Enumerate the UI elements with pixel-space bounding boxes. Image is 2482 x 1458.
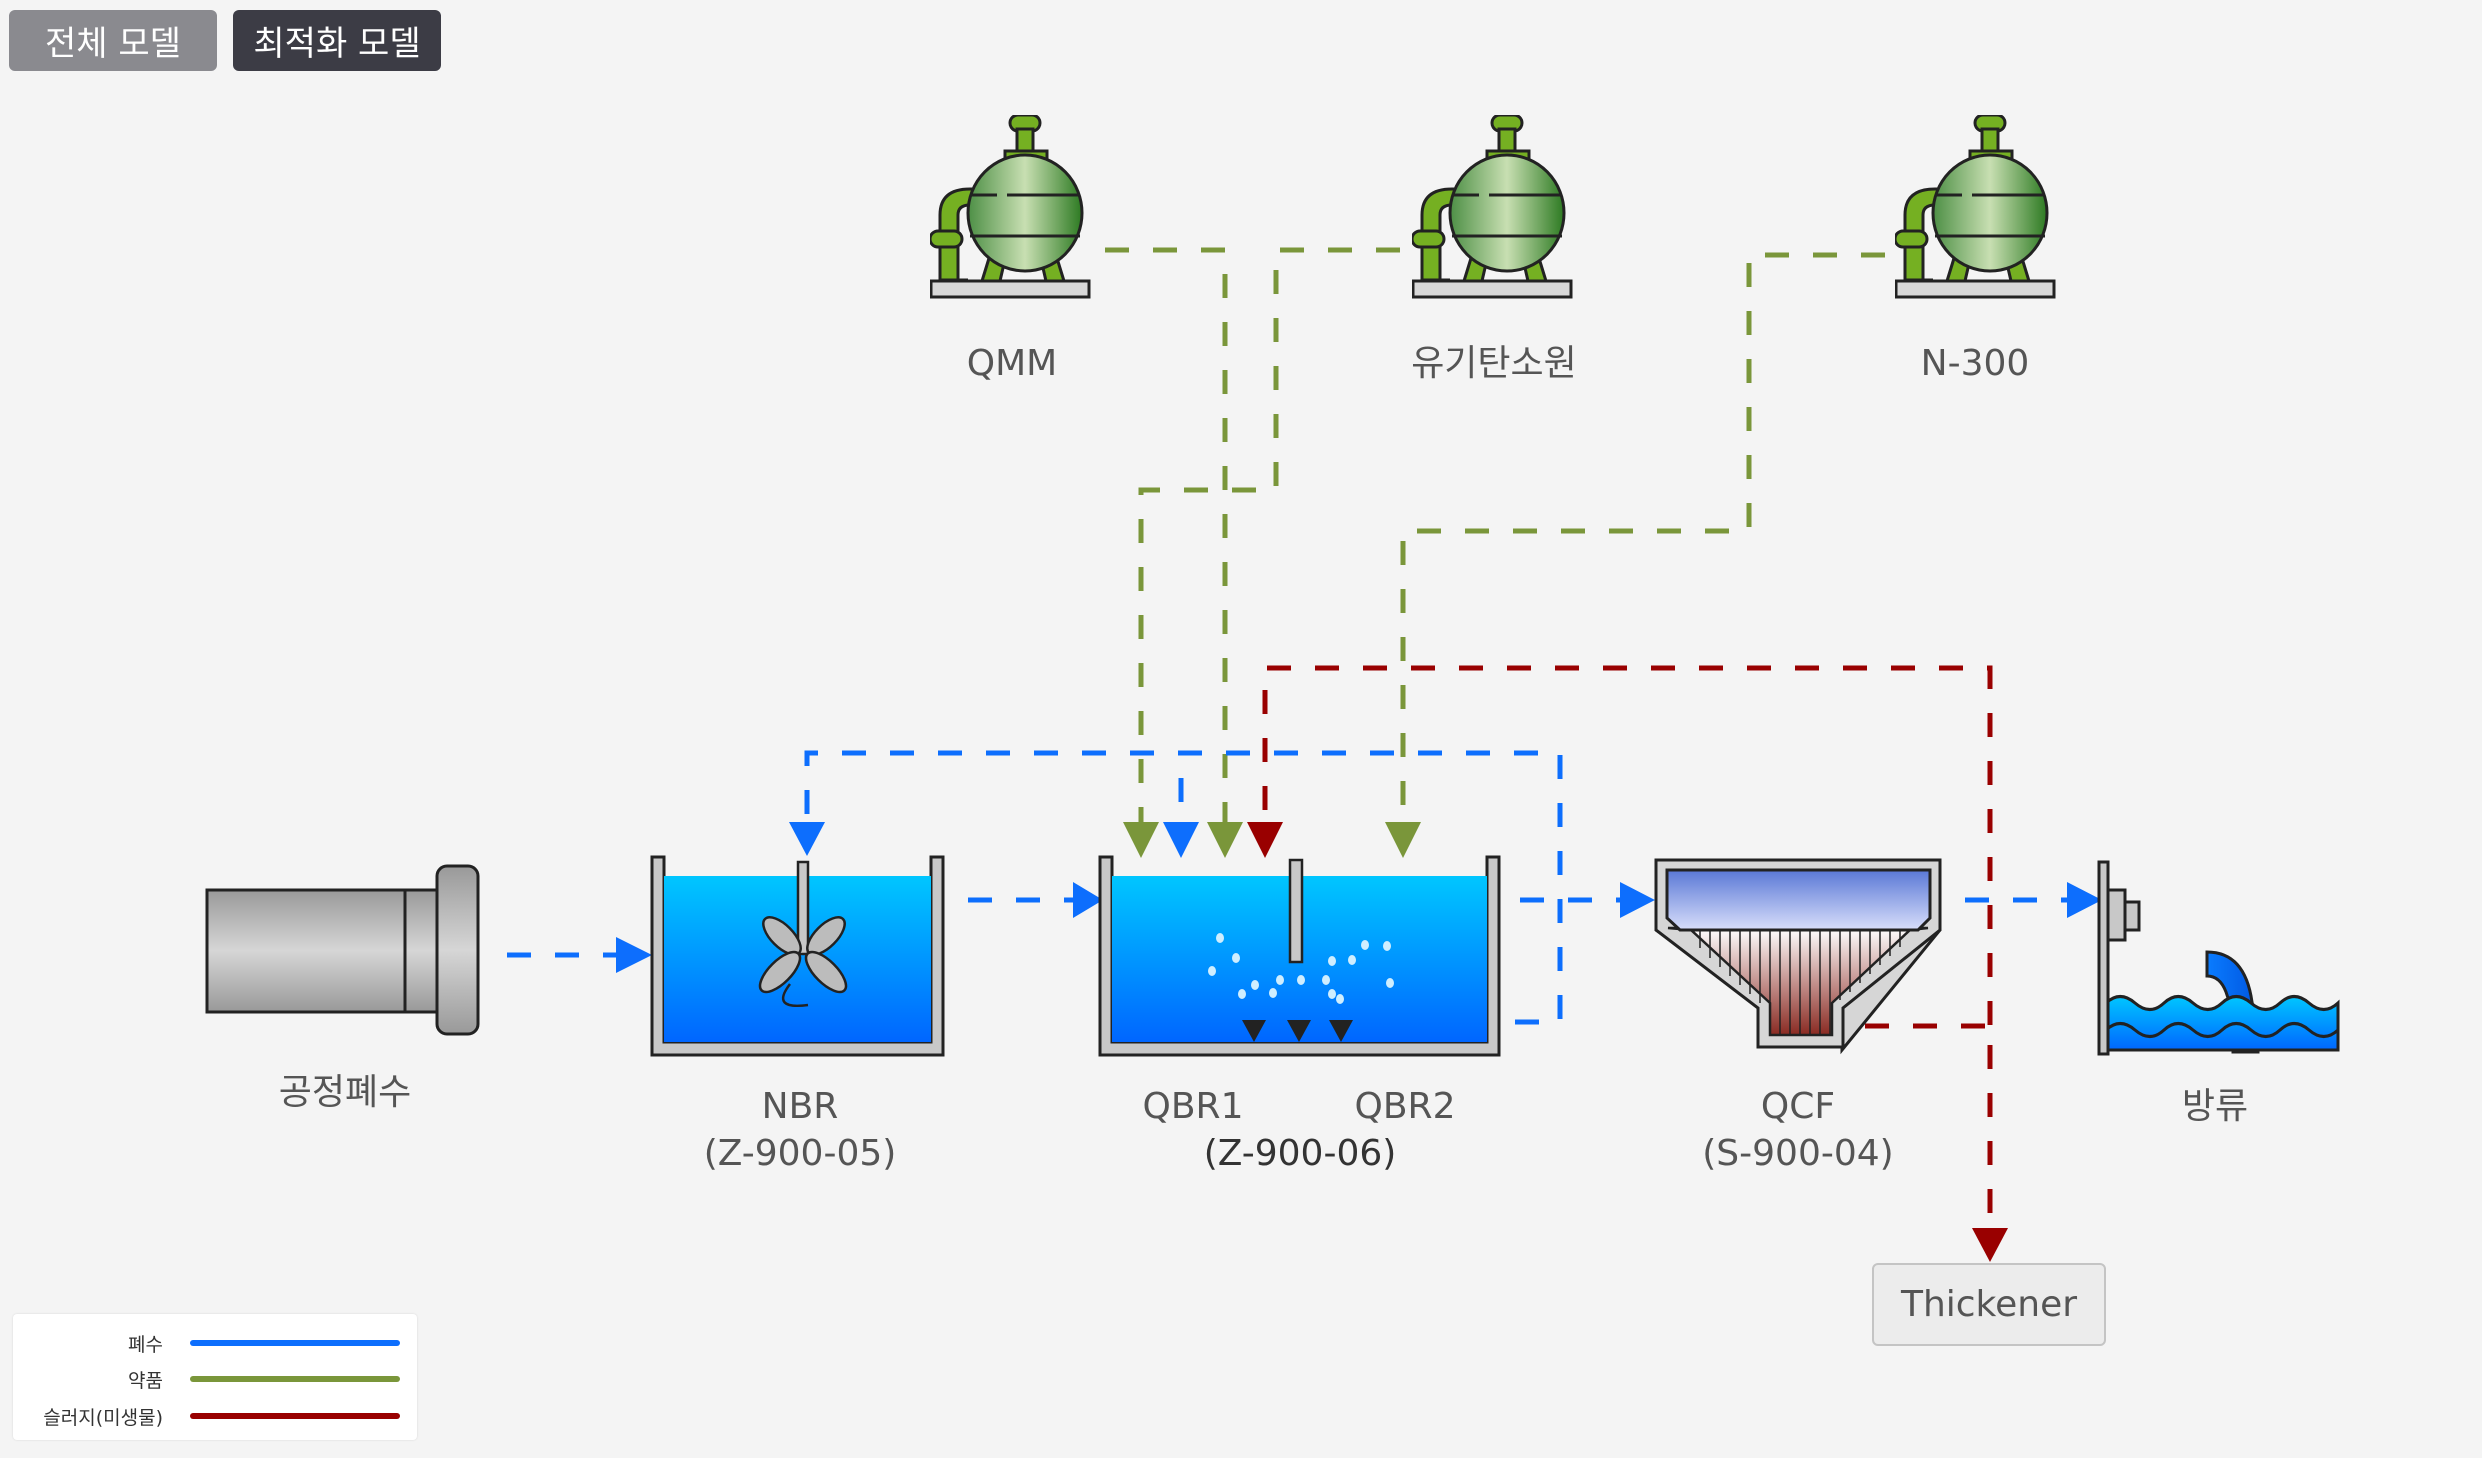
qcf-code: (S-900-04)	[1702, 1133, 1893, 1174]
sludge-waste-arrow	[1972, 1228, 2008, 1262]
source-label: 공정폐수	[279, 1072, 411, 1113]
qbr2-label: QBR2	[1355, 1086, 1456, 1127]
legend: 폐수 약품 슬러지(미생물)	[13, 1314, 417, 1440]
aeration-bubbles-icon	[1208, 933, 1394, 1004]
wastewater-arrow-discharge	[2067, 882, 2102, 918]
wastewater-arrow-nbr-recirc	[789, 822, 825, 856]
wastewater-arrow-qbr-recirc	[1163, 822, 1199, 858]
legend-label: 슬러지(미생물)	[43, 1407, 163, 1429]
qbr1-label: QBR1	[1143, 1086, 1244, 1127]
chemical-line-qmm	[1105, 247, 1228, 822]
legend-swatch-sludge	[190, 1413, 400, 1419]
n300-label: N-300	[1921, 343, 2030, 384]
nbr-label: NBR	[762, 1086, 839, 1127]
qbr-code: (Z-900-06)	[1204, 1133, 1397, 1174]
qcf-clarifier[interactable]: QCF (S-900-04)	[1654, 858, 1942, 1174]
legend-label: 약품	[128, 1370, 163, 1392]
qcf-label: QCF	[1761, 1086, 1835, 1127]
wastewater-arrow-qbr-inlet	[1073, 882, 1103, 918]
chemical-line-n300	[1400, 252, 1885, 822]
process-wastewater-source[interactable]: 공정폐수	[205, 864, 480, 1113]
full-model-button[interactable]: 전체 모델	[9, 10, 217, 71]
legend-label: 폐수	[128, 1334, 163, 1356]
nbr-tank[interactable]: NBR (Z-900-05)	[650, 855, 945, 1174]
chemical-tank-organic-carbon[interactable]: 유기탄소원	[1411, 115, 1577, 384]
thickener-label: Thickener	[1900, 1284, 2078, 1325]
wastewater-arrow-nbr-inlet	[616, 937, 652, 973]
settler-plates-icon	[1699, 930, 1901, 1035]
legend-item-wastewater: 폐수	[13, 1328, 417, 1358]
chemical-tank-qmm[interactable]: QMM	[930, 115, 1091, 384]
discharge-outfall[interactable]: 방류	[2097, 860, 2340, 1127]
diffuser-icon	[1242, 1020, 1353, 1042]
sludge-return-line	[1262, 665, 1993, 1025]
chemical-tank-n300[interactable]: N-300	[1895, 115, 2056, 384]
organic-carbon-label: 유기탄소원	[1411, 343, 1577, 384]
chemical-line-organic-carbon	[1138, 247, 1400, 822]
legend-item-chemical: 약품	[13, 1364, 417, 1394]
legend-swatch-wastewater	[190, 1340, 400, 1346]
thickener-box[interactable]: Thickener	[1872, 1263, 2106, 1346]
discharge-label: 방류	[2182, 1086, 2248, 1127]
optimized-model-button[interactable]: 최적화 모델	[233, 10, 441, 71]
legend-swatch-chemical	[190, 1376, 400, 1382]
qbr-tank[interactable]: QBR1 QBR2 (Z-900-06)	[1098, 855, 1501, 1174]
mixer-impeller-icon	[758, 916, 848, 1008]
chemical-arrow-n300	[1385, 822, 1421, 858]
qmm-label: QMM	[967, 343, 1057, 384]
sludge-return-arrow	[1247, 822, 1283, 858]
chemical-arrow-organic-carbon	[1123, 822, 1159, 858]
sludge-waste-line	[1865, 1023, 1993, 1228]
wastewater-arrow-qcf-inlet	[1620, 882, 1655, 918]
chemical-arrow-qmm	[1207, 822, 1243, 858]
nbr-code: (Z-900-05)	[704, 1133, 897, 1174]
legend-item-sludge: 슬러지(미생물)	[13, 1401, 417, 1431]
